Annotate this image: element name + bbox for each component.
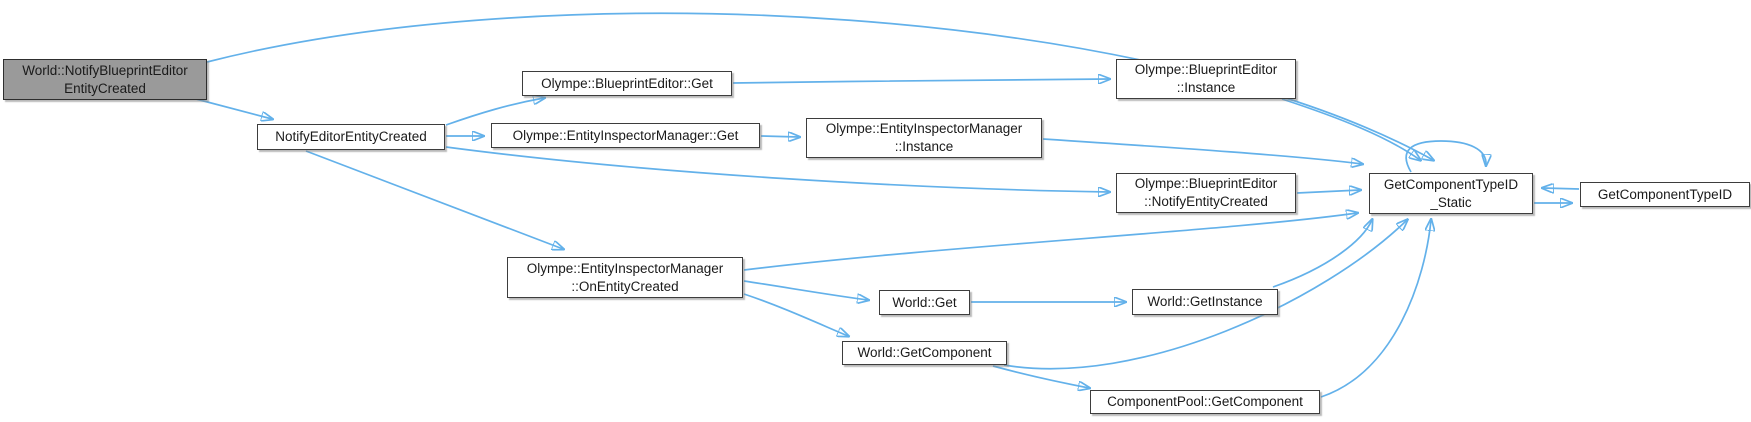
edge-worldgetcomponent-to-pool xyxy=(992,365,1089,388)
node-componentpool-getcomponent[interactable]: ComponentPool::GetComponent xyxy=(1090,390,1320,414)
node-label: EntityCreated xyxy=(64,80,146,96)
edge-onentity-to-static xyxy=(743,213,1357,271)
edge-onentity-to-worldget xyxy=(743,280,868,300)
node-label: Olympe::BlueprintEditor xyxy=(1134,62,1278,77)
node-label: Olympe::BlueprintEditor::Get xyxy=(541,75,713,91)
node-label: ::OnEntityCreated xyxy=(571,278,679,294)
node-blueprinteditor-instance[interactable]: Olympe::BlueprintEditor ::Instance xyxy=(1116,59,1296,99)
node-entityinspectormanager-get[interactable]: Olympe::EntityInspectorManager::Get xyxy=(491,123,760,148)
edge-notifyeditor-to-bpnotifyentity xyxy=(445,146,1109,192)
node-world-notifyblueprinteditorentitycreated[interactable]: World::NotifyBlueprintEditor EntityCreat… xyxy=(3,59,207,100)
node-label: World::GetInstance xyxy=(1147,294,1263,309)
node-label: ::Instance xyxy=(894,139,954,154)
edge-pool-to-static xyxy=(1320,220,1431,398)
node-world-getinstance[interactable]: World::GetInstance xyxy=(1132,289,1278,315)
node-world-get[interactable]: World::Get xyxy=(879,290,970,315)
node-label: NotifyEditorEntityCreated xyxy=(275,129,427,144)
node-label: ComponentPool::GetComponent xyxy=(1107,394,1303,409)
node-blueprinteditor-notifyentitycreated[interactable]: Olympe::BlueprintEditor ::NotifyEntityCr… xyxy=(1116,173,1296,213)
node-label: World::NotifyBlueprintEditor xyxy=(22,62,188,78)
edge-gctid-to-static xyxy=(1543,188,1580,189)
edge-static-self-loop xyxy=(1405,140,1486,173)
edge-getinstance-to-static xyxy=(1272,220,1372,288)
node-entityinspectormanager-onentitycreated[interactable]: Olympe::EntityInspectorManager ::OnEntit… xyxy=(507,257,743,298)
edge-worldnotify-to-notifyeditor xyxy=(195,98,272,119)
edge-notifyeditor-to-bpget xyxy=(445,98,544,126)
node-getcomponenttypeid-static[interactable]: GetComponentTypeID _Static xyxy=(1369,173,1533,214)
edge-bpget-to-bpinstance xyxy=(732,79,1109,83)
node-getcomponenttypeid[interactable]: GetComponentTypeID xyxy=(1580,182,1750,207)
node-label: ::Instance xyxy=(1176,80,1236,95)
edge-notifyeditor-to-onentity xyxy=(305,150,563,249)
node-label: ::NotifyEntityCreated xyxy=(1144,194,1268,209)
edge-eimget-to-eiminstance xyxy=(760,136,799,137)
node-label: Olympe::EntityInspectorManager xyxy=(825,121,1023,136)
node-label: Olympe::EntityInspectorManager::Get xyxy=(512,127,739,143)
edge-onentity-to-worldgetcomponent xyxy=(743,293,848,336)
edge-bpnotifyentity-to-static xyxy=(1296,190,1360,193)
edge-worldgetcomponent-to-static xyxy=(1003,220,1407,370)
node-label: Olympe::EntityInspectorManager xyxy=(526,260,724,276)
node-entityinspectormanager-instance[interactable]: Olympe::EntityInspectorManager ::Instanc… xyxy=(806,118,1042,158)
node-world-getcomponent[interactable]: World::GetComponent xyxy=(842,341,1007,365)
node-blueprinteditor-get[interactable]: Olympe::BlueprintEditor::Get xyxy=(522,71,732,96)
edge-bpinstance-to-static xyxy=(1281,98,1420,160)
node-label: World::Get xyxy=(892,294,957,310)
node-label: GetComponentTypeID xyxy=(1383,176,1519,192)
node-label: _Static xyxy=(1430,194,1472,210)
node-label: Olympe::BlueprintEditor xyxy=(1134,176,1278,191)
node-notifyeditorentitycreated[interactable]: NotifyEditorEntityCreated xyxy=(257,124,445,150)
node-label: World::GetComponent xyxy=(857,345,992,360)
node-label: GetComponentTypeID xyxy=(1597,186,1733,202)
edge-eiminstance-to-static xyxy=(1042,138,1362,164)
edge-worldnotify-to-static xyxy=(206,12,1433,160)
